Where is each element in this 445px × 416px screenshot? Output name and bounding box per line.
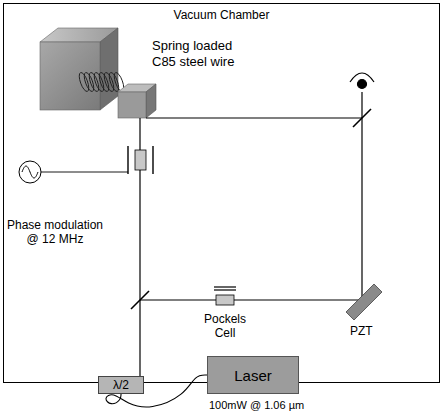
part-label: PZT bbox=[350, 324, 390, 338]
node-text: Laser bbox=[234, 367, 272, 384]
beam-splitter bbox=[131, 109, 371, 309]
wire-mount-block bbox=[40, 28, 118, 110]
spring-coil bbox=[77, 71, 125, 92]
eye-symbol bbox=[350, 73, 374, 89]
laser-beam bbox=[140, 92, 362, 376]
spec-label: 100mW @ 1.06 µm bbox=[209, 399, 339, 412]
part-label: Spring loaded C85 steel wire bbox=[152, 38, 256, 69]
signal-label: Phase modulation @ 12 MHz bbox=[2, 218, 108, 247]
node-text: Vacuum Chamber bbox=[4, 8, 439, 22]
half-wave-plate: λ/2 bbox=[98, 376, 144, 394]
pockels-cell bbox=[214, 287, 236, 305]
optical-fiber bbox=[106, 375, 207, 407]
laser-box: Laser bbox=[207, 356, 299, 394]
signal-generator bbox=[19, 161, 41, 183]
node-text: λ/2 bbox=[113, 378, 129, 392]
phase-modulator bbox=[41, 146, 153, 174]
wire-mirror-block bbox=[118, 84, 156, 118]
part-label: Pockels Cell bbox=[198, 312, 252, 341]
pzt-mirror bbox=[346, 284, 382, 320]
